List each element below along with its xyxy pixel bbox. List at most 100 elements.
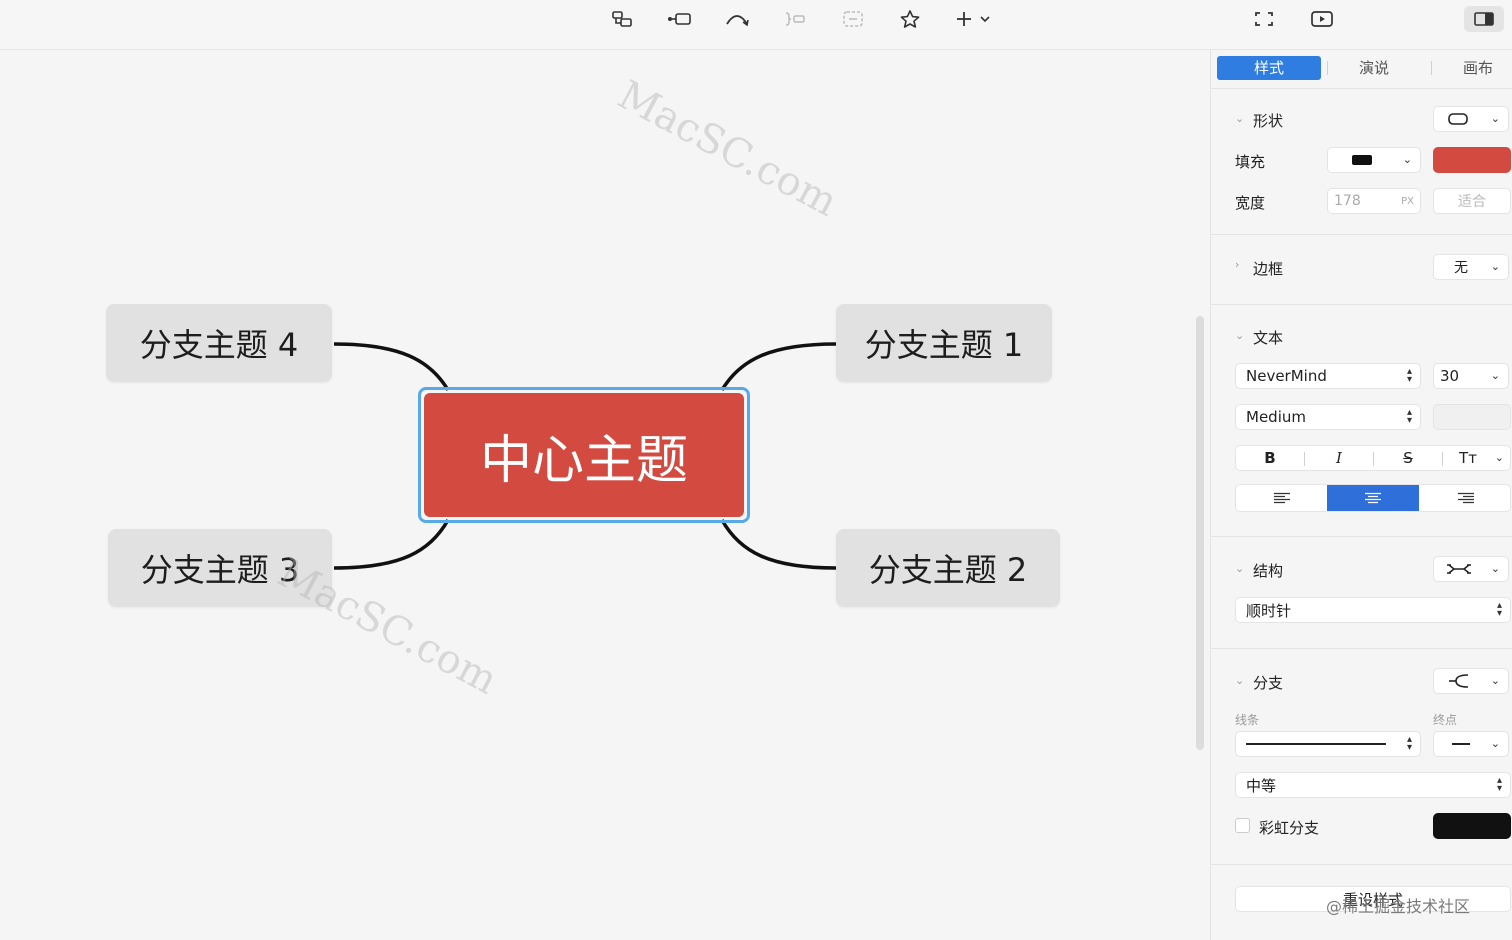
updown-icon: ▴▾ — [1406, 734, 1412, 753]
fill-color-swatch[interactable] — [1433, 147, 1511, 173]
font-weight-value: Medium — [1246, 408, 1306, 426]
structure-direction-value: 顺时针 — [1246, 601, 1292, 620]
reset-style-button[interactable]: 重设样式 — [1235, 886, 1511, 912]
chevron-down-icon[interactable]: ⌄ — [1235, 674, 1245, 687]
subtopic-icon[interactable] — [608, 7, 636, 31]
chevron-down-icon[interactable]: ⌄ — [1235, 562, 1245, 575]
font-family-value: NeverMind — [1246, 367, 1327, 385]
line-label: 线条 — [1235, 713, 1260, 727]
updown-icon: ▴▾ — [1496, 775, 1502, 794]
updown-icon: ▴▾ — [1406, 407, 1412, 426]
branch-topic-2[interactable]: 分支主题 2 — [836, 529, 1060, 607]
branch-lines — [333, 342, 837, 570]
branch-curve-icon — [1449, 674, 1469, 688]
chevron-down-icon: ⌄ — [1490, 673, 1500, 687]
rainbow-branch-checkbox[interactable] — [1235, 818, 1250, 833]
summary-icon[interactable] — [781, 7, 809, 31]
font-family-select[interactable]: NeverMind ▴▾ — [1235, 363, 1421, 389]
align-center-button[interactable] — [1327, 485, 1419, 511]
chevron-down-icon[interactable]: ⌄ — [1494, 450, 1504, 464]
width-label: 宽度 — [1235, 194, 1266, 212]
text-style-group: B I S Tт ⌄ — [1235, 445, 1511, 471]
mindmap-canvas[interactable]: 分支主题 4 分支主题 1 分支主题 3 分支主题 2 中心主题 MacSC.c… — [0, 50, 1196, 940]
text-color-swatch[interactable] — [1433, 404, 1511, 430]
shape-section-title: 形状 — [1253, 112, 1284, 130]
line-thickness-select[interactable]: 中等 ▴▾ — [1235, 772, 1511, 798]
chevron-right-icon[interactable]: › — [1235, 258, 1240, 271]
fit-width-button[interactable]: 适合 — [1433, 188, 1511, 214]
branch-topic-3[interactable]: 分支主题 3 — [108, 529, 332, 607]
width-input[interactable]: 178 PX — [1327, 188, 1421, 214]
chevron-down-icon: ⌄ — [1490, 259, 1500, 273]
fill-label: 填充 — [1235, 153, 1266, 171]
fullscreen-icon[interactable] — [1250, 7, 1278, 31]
format-panel: 样式 演说 画布 ⌄ 形状 ⌄ 填充 ⌄ 宽度 178 PX 适合 › 边框 无… — [1210, 50, 1512, 940]
boundary-icon[interactable] — [839, 7, 867, 31]
toolbar — [0, 0, 1512, 50]
line-style-select[interactable]: ▴▾ — [1235, 731, 1421, 757]
end-style-select[interactable]: ⌄ — [1433, 731, 1509, 757]
strikethrough-button[interactable]: S — [1403, 449, 1413, 467]
end-label: 终点 — [1433, 713, 1458, 727]
text-section-title: 文本 — [1253, 329, 1284, 347]
width-unit: PX — [1401, 195, 1414, 207]
insert-topic-icon[interactable] — [666, 7, 694, 31]
rainbow-branch-label: 彩虹分支 — [1259, 819, 1320, 837]
chevron-down-icon: ⌄ — [1402, 152, 1412, 166]
chevron-down-icon: ⌄ — [1490, 111, 1500, 125]
fill-type-select[interactable]: ⌄ — [1327, 147, 1421, 173]
central-topic[interactable]: 中心主题 — [424, 393, 744, 517]
chevron-down-icon: ⌄ — [1490, 368, 1500, 382]
panel-toggle-icon[interactable] — [1464, 6, 1504, 32]
align-right-button[interactable] — [1419, 485, 1510, 511]
border-value: 无 — [1454, 260, 1468, 276]
solid-fill-icon — [1352, 155, 1372, 165]
structure-direction-select[interactable]: 顺时针 ▴▾ — [1235, 597, 1511, 623]
bold-button[interactable]: B — [1264, 449, 1276, 467]
tab-style[interactable]: 样式 — [1217, 56, 1321, 80]
structure-section-title: 结构 — [1253, 562, 1284, 580]
chevron-down-icon: ⌄ — [1490, 736, 1500, 750]
border-select[interactable]: 无 ⌄ — [1433, 254, 1509, 280]
footer-watermark: @稀土掘金技术社区 — [1326, 897, 1471, 916]
branch-topic-4[interactable]: 分支主题 4 — [106, 304, 332, 382]
tab-pitch[interactable]: 演说 — [1358, 59, 1389, 77]
canvas-scrollbar[interactable] — [1196, 316, 1204, 750]
structure-select[interactable]: ⌄ — [1433, 556, 1509, 582]
font-size-select[interactable]: 30 ⌄ — [1433, 363, 1509, 389]
tab-canvas[interactable]: 画布 — [1462, 59, 1493, 77]
align-left-button[interactable] — [1236, 485, 1327, 511]
branch-style-select[interactable]: ⌄ — [1433, 668, 1509, 694]
updown-icon: ▴▾ — [1406, 366, 1412, 385]
solid-line-icon — [1246, 743, 1386, 745]
chevron-down-icon: ⌄ — [1490, 561, 1500, 575]
branch-topic-label: 分支主题 2 — [868, 551, 1028, 589]
branch-color-swatch[interactable] — [1433, 813, 1511, 839]
align-left-icon — [1273, 492, 1290, 504]
width-value: 178 — [1334, 193, 1361, 209]
font-size-value: 30 — [1440, 367, 1460, 385]
branch-section-title: 分支 — [1253, 674, 1284, 692]
align-right-icon — [1457, 492, 1474, 504]
rounded-rect-shape-icon — [1448, 113, 1468, 125]
marker-star-icon[interactable] — [896, 7, 924, 31]
font-weight-select[interactable]: Medium ▴▾ — [1235, 404, 1421, 430]
chevron-down-icon[interactable]: ⌄ — [1235, 329, 1245, 342]
shape-select[interactable]: ⌄ — [1433, 106, 1509, 132]
present-icon[interactable] — [1308, 7, 1336, 31]
branch-topic-label: 分支主题 1 — [864, 326, 1024, 364]
add-icon[interactable] — [950, 7, 994, 31]
chevron-down-icon[interactable]: ⌄ — [1235, 112, 1245, 125]
border-section-title: 边框 — [1253, 260, 1284, 278]
align-center-icon — [1365, 492, 1381, 504]
central-topic-selection[interactable]: 中心主题 — [418, 387, 750, 523]
italic-button[interactable]: I — [1336, 449, 1342, 467]
text-align-group — [1235, 484, 1511, 512]
text-case-button[interactable]: Tт — [1459, 449, 1477, 467]
updown-icon: ▴▾ — [1496, 600, 1502, 619]
branch-topic-label: 分支主题 4 — [139, 326, 299, 364]
relationship-icon[interactable] — [723, 7, 751, 31]
panel-tabs: 样式 演说 画布 — [1217, 56, 1512, 80]
central-topic-label: 中心主题 — [479, 430, 688, 491]
branch-topic-1[interactable]: 分支主题 1 — [836, 304, 1052, 382]
